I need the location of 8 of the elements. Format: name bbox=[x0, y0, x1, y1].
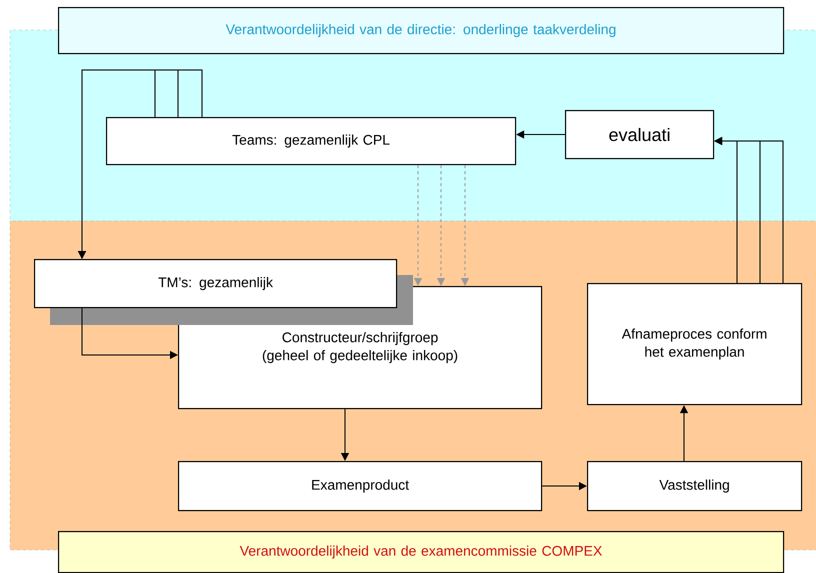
process-box: evaluati bbox=[565, 110, 714, 160]
process-box: Teams: gezamenlijk CPL bbox=[106, 117, 516, 166]
process-box: Vaststelling bbox=[587, 461, 802, 512]
title-box: Verantwoordelijkheid van de examencommissie COMPEX bbox=[58, 531, 784, 573]
process-box: Examenproduct bbox=[178, 461, 542, 512]
process-box: TM’s: gezamenlijk bbox=[34, 259, 398, 308]
process-box: Afnameproces conform het examenplan bbox=[587, 283, 802, 406]
title-box: Verantwoordelijkheid van de directie: onderlinge taakverdeling bbox=[58, 7, 784, 54]
